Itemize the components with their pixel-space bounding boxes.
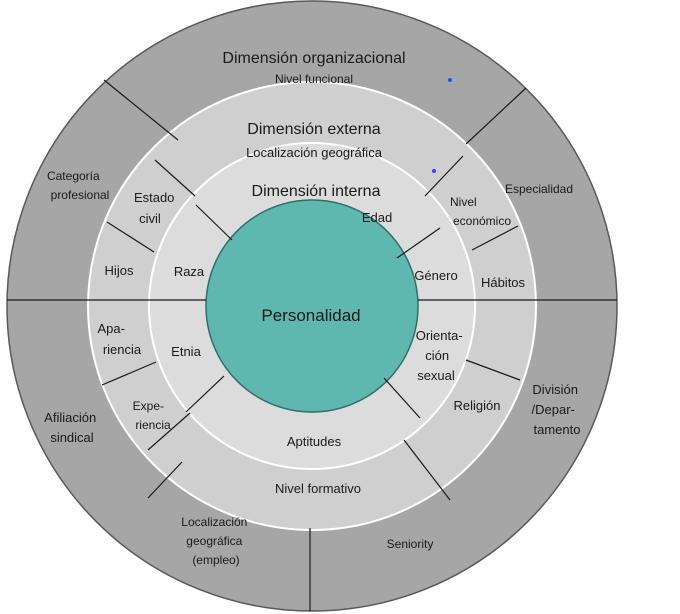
divider-org-2 [465,87,527,145]
label-habitos: Hábitos [481,275,526,290]
divider-ext-4 [471,225,519,251]
divider-ext-8 [465,359,521,381]
organizational-dividers [7,79,617,611]
internal-dividers [150,204,474,419]
label-seniority: Seniority [387,537,434,551]
organizational-subtitle: Nivel funcional [275,72,353,86]
external-dividers [88,155,536,451]
label-experiencia: Expe- riencia [133,399,171,432]
divider-int-5 [185,375,225,413]
divider-ext-3 [106,221,155,253]
label-nivel-economico: Nivel económico [450,195,511,228]
external-subtitle: Localización geográfica [246,145,383,160]
label-localizacion-empleo: Localización geográfica (empleo) [181,515,250,567]
label-orientacion-sexual: Orienta- ción sexual [416,328,467,383]
label-nivel-formativo: Nivel formativo [275,481,361,496]
core-label: Personalidad [261,306,360,325]
divider-int-6 [383,377,421,419]
label-categoria-profesional: Categoría profesional [47,169,109,202]
label-hijos: Hijos [105,263,134,278]
internal-title: Dimensión interna [252,183,381,200]
external-title: Dimensión externa [247,121,381,138]
label-estado-civil: Estado civil [134,190,178,226]
divider-ext-2 [424,155,464,197]
divider-org-5 [147,461,183,499]
label-aptitudes: Aptitudes [287,434,342,449]
label-apariencia: Apa- riencia [97,321,141,357]
label-especialidad: Especialidad [505,182,573,196]
divider-ext-1 [154,159,196,197]
marker-dot-1 [448,78,452,82]
organizational-title: Dimensión organizacional [222,50,405,67]
divider-ext-9 [147,412,191,451]
divider-org-1 [103,79,179,141]
label-edad: Edad [362,210,392,225]
label-etnia: Etnia [171,344,201,359]
marker-dot-2 [432,169,436,173]
divider-ext-7 [101,361,157,386]
divider-org-6 [403,439,451,501]
personality-core [205,199,419,413]
divider-int-2 [396,227,441,259]
label-division: División /Depar- tamento [532,382,582,437]
label-raza: Raza [174,264,205,279]
label-afiliacion-sindical: Afiliación sindical [44,410,100,445]
label-genero: Género [414,268,457,283]
label-religion: Religión [454,398,501,413]
divider-int-1 [195,204,233,241]
